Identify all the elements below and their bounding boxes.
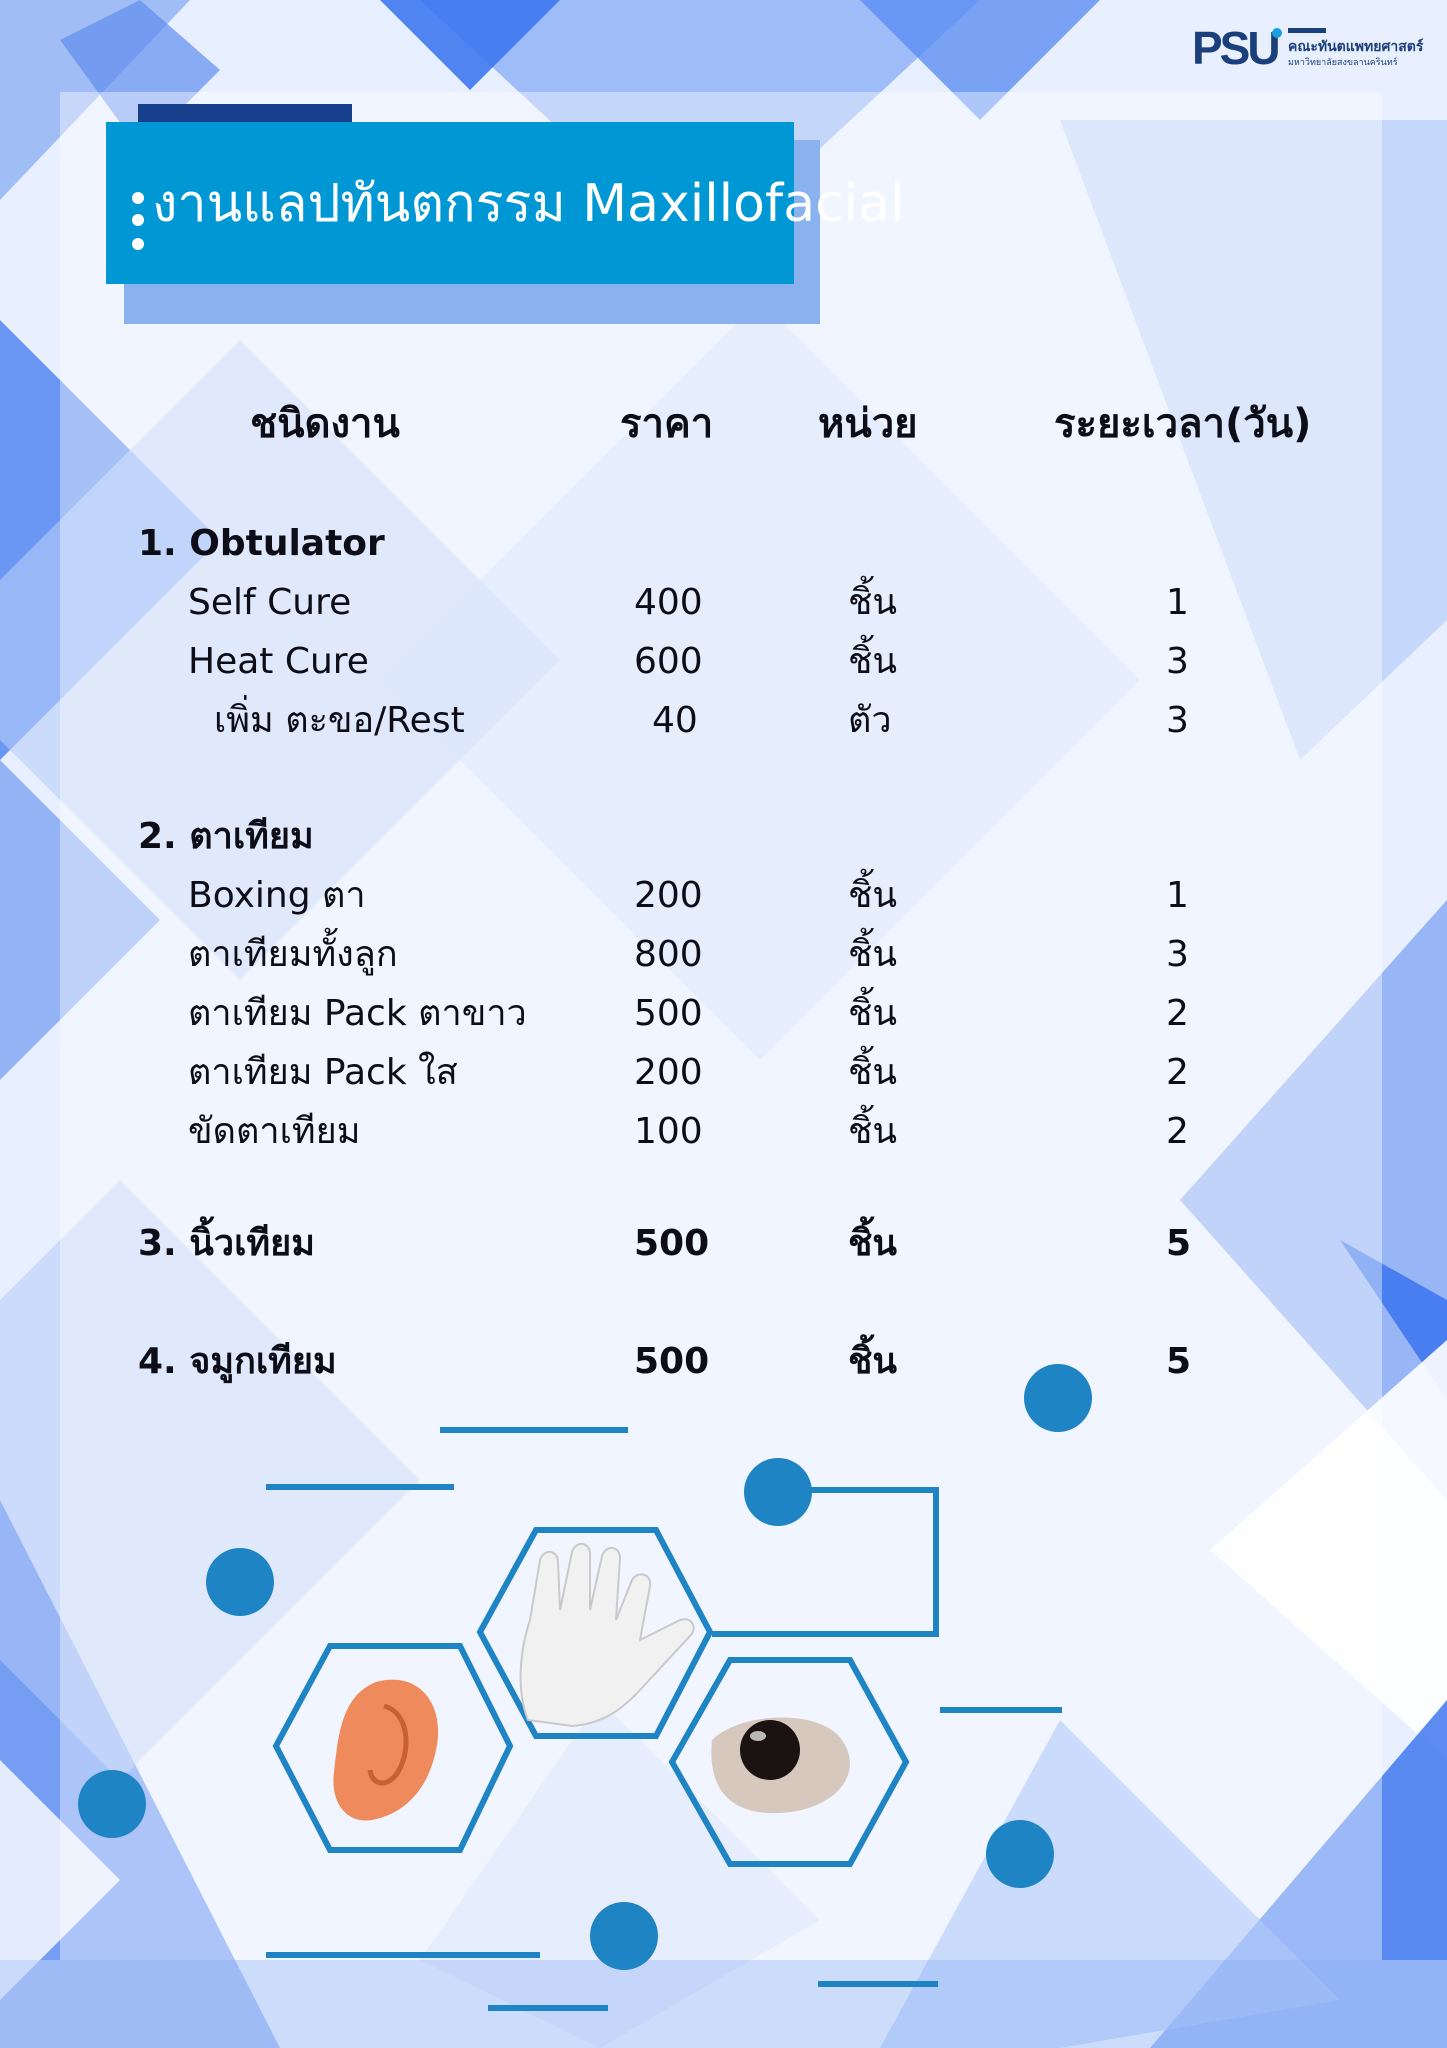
table-row: ขัดตาเทียม 100 ชิ้น 2 — [0, 1108, 1447, 1156]
item-name: 4. จมูกเทียม — [138, 1341, 337, 1382]
item-price: 800 — [634, 934, 703, 975]
item-unit: ชิ้น — [848, 1223, 898, 1264]
column-header-unit: หน่วย — [818, 401, 918, 447]
item-price: 600 — [634, 641, 703, 682]
column-header-price: ราคา — [620, 401, 714, 447]
item-price: 100 — [634, 1111, 703, 1152]
item-name: 3. นิ้วเทียม — [138, 1223, 315, 1264]
item-price: 400 — [634, 582, 703, 623]
item-name: ตาเทียม Pack ใส — [188, 1052, 458, 1093]
logo-dot — [1272, 28, 1282, 38]
logo-bar — [1288, 28, 1326, 33]
item-days: 3 — [1166, 641, 1189, 682]
item-days: 3 — [1166, 700, 1189, 741]
item-days: 5 — [1166, 1223, 1192, 1264]
page-title: งานแลปทันตกรรม Maxillofacial — [152, 174, 905, 234]
section-heading-row: 1. Obtulator — [0, 520, 1447, 568]
title-banner — [106, 122, 794, 284]
table-row: ตาเทียม Pack ตาขาว 500 ชิ้น 2 — [0, 990, 1447, 1038]
item-price: 500 — [634, 1223, 710, 1264]
item-unit: ชิ้น — [848, 1341, 898, 1382]
item-days: 1 — [1166, 582, 1189, 623]
eye-prosthesis-image — [711, 1717, 850, 1814]
item-name: ตาเทียม Pack ตาขาว — [188, 993, 527, 1034]
section-heading: 2. ตาเทียม — [138, 816, 314, 857]
table-row: เพิ่ม ตะขอ/Rest 40 ตัว 3 — [0, 697, 1447, 745]
logo-university-name: มหาวิทยาลัยสงขลานครินทร์ — [1288, 58, 1398, 68]
item-price: 40 — [652, 700, 698, 741]
item-unit: ชิ้น — [848, 1111, 898, 1152]
table-row: Heat Cure 600 ชิ้น 3 — [0, 638, 1447, 686]
table-row: ตาเทียม Pack ใส 200 ชิ้น 2 — [0, 1049, 1447, 1097]
item-unit: ชิ้น — [848, 1052, 898, 1093]
table-row: ตาเทียมทั้งลูก 800 ชิ้น 3 — [0, 931, 1447, 979]
column-header-type: ชนิดงาน — [250, 401, 400, 447]
column-header-days: ระยะเวลา(วัน) — [1054, 401, 1312, 447]
logo-mark: PSU — [1192, 22, 1281, 74]
section-heading-row: 2. ตาเทียม — [0, 813, 1447, 861]
ear-prosthesis-image — [333, 1679, 439, 1821]
item-unit: ตัว — [848, 700, 892, 741]
item-days: 3 — [1166, 934, 1189, 975]
item-days: 1 — [1166, 875, 1189, 916]
item-name: Heat Cure — [188, 641, 369, 682]
item-price: 200 — [634, 1052, 703, 1093]
item-name: เพิ่ม ตะขอ/Rest — [214, 700, 465, 741]
item-price: 500 — [634, 993, 703, 1034]
item-days: 2 — [1166, 1052, 1189, 1093]
logo-faculty-name: คณะทันตแพทยศาสตร์ — [1288, 39, 1424, 55]
item-unit: ชิ้น — [848, 641, 898, 682]
item-days: 2 — [1166, 993, 1189, 1034]
psu-logo: PSU คณะทันตแพทยศาสตร์ มหาวิทยาลัยสงขลานค… — [1192, 22, 1424, 78]
table-row: 4. จมูกเทียม 500 ชิ้น 5 — [0, 1338, 1447, 1386]
table-row: Boxing ตา 200 ชิ้น 1 — [0, 872, 1447, 920]
item-days: 2 — [1166, 1111, 1189, 1152]
hand-prosthesis-image — [519, 1543, 695, 1728]
item-name: Self Cure — [188, 582, 352, 623]
item-unit: ชิ้น — [848, 993, 898, 1034]
item-price: 200 — [634, 875, 703, 916]
item-unit: ชิ้น — [848, 934, 898, 975]
item-unit: ชิ้น — [848, 875, 898, 916]
item-price: 500 — [634, 1341, 710, 1382]
item-unit: ชิ้น — [848, 582, 898, 623]
table-row: Self Cure 400 ชิ้น 1 — [0, 579, 1447, 627]
section-heading: 1. Obtulator — [138, 523, 385, 564]
item-name: ตาเทียมทั้งลูก — [188, 934, 398, 975]
item-name: Boxing ตา — [188, 875, 366, 916]
item-days: 5 — [1166, 1341, 1192, 1382]
item-name: ขัดตาเทียม — [188, 1111, 361, 1152]
table-row: 3. นิ้วเทียม 500 ชิ้น 5 — [0, 1220, 1447, 1268]
